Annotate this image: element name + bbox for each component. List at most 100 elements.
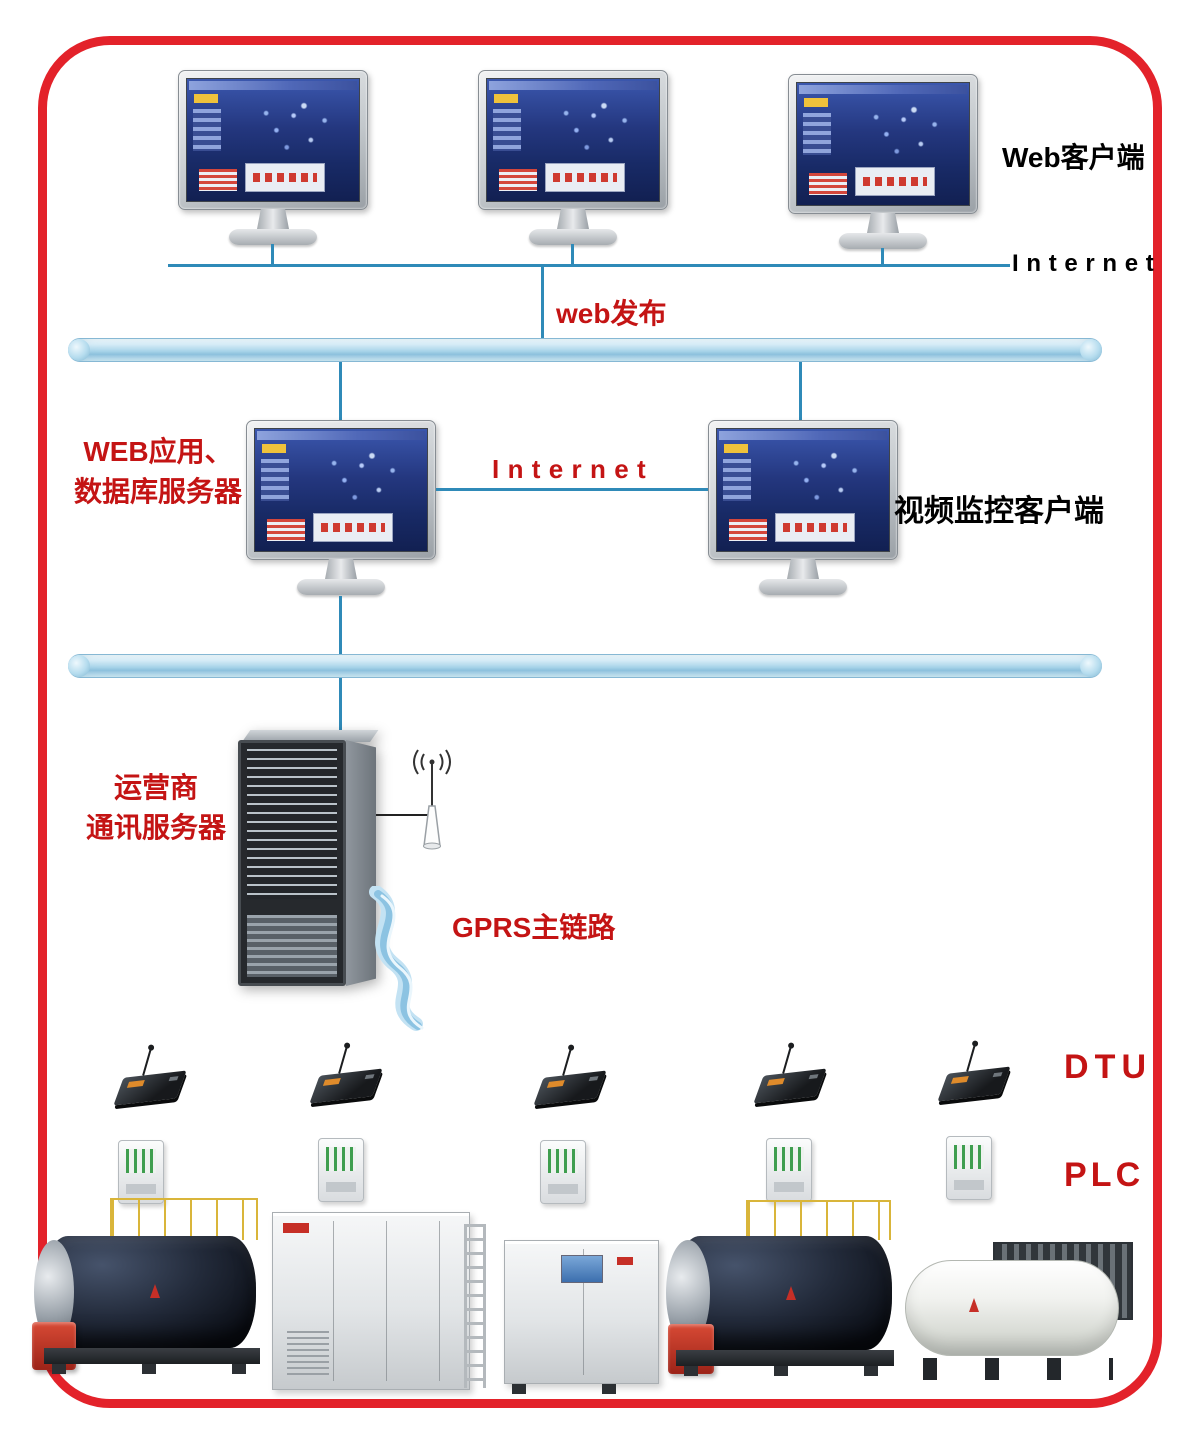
server-rack-lower-units [247, 915, 337, 977]
monitor-screen [796, 82, 970, 206]
cabinet-emblem [617, 1257, 633, 1265]
boiler-drum [42, 1236, 256, 1348]
screen-side-panel [723, 459, 751, 501]
connector-monitor3 [881, 248, 884, 266]
monitor-bezel [788, 74, 978, 214]
screen-chart [313, 513, 393, 543]
screen-toolbar-chip [494, 94, 518, 103]
web-publish-label: web发布 [556, 298, 667, 329]
dtu-antenna [782, 1046, 792, 1074]
connector-monitor1 [271, 244, 274, 266]
server-rack [238, 730, 380, 988]
operator-server-label: 运营商 通讯服务器 [58, 768, 254, 848]
bus-pipe-2 [68, 654, 1102, 678]
monitor-bezel [478, 70, 668, 210]
monitor-stand-neck [557, 209, 589, 229]
monitor-bezel [246, 420, 436, 560]
plc-label: PLC [1064, 1156, 1145, 1194]
tank-legs [923, 1358, 1113, 1380]
screen-side-panel [193, 109, 221, 151]
connector-pipe2-rack [339, 678, 342, 730]
plc-device-3 [540, 1140, 586, 1204]
monitor-screen [254, 428, 428, 552]
dtu-label: DTU [1064, 1048, 1153, 1086]
webapp-db-server-label: WEB应用、 数据库服务器 [52, 432, 264, 512]
boiler-image-3 [905, 1236, 1135, 1392]
cabinet-feet [512, 1384, 652, 1394]
boiler-rail [110, 1198, 258, 1240]
screen-chart [245, 163, 325, 193]
cabinet-ladder [464, 1224, 486, 1388]
boiler-rail [746, 1200, 891, 1240]
screen-data-rows [809, 173, 847, 196]
connector-rack-antenna [376, 814, 432, 816]
cabinet-body [504, 1240, 659, 1384]
screen-side-panel [803, 113, 831, 155]
dtu-device-2 [308, 1046, 388, 1112]
monitor-stand-base [839, 233, 927, 249]
screen-data-rows [729, 519, 767, 542]
dtu-antenna [142, 1048, 152, 1076]
screen-chart [855, 167, 935, 197]
cabinet-emblem [283, 1223, 309, 1233]
dtu-body [113, 1070, 187, 1106]
boiler-logo [150, 1284, 160, 1298]
internet-line-mid [436, 488, 708, 491]
monitor-screen [186, 78, 360, 202]
dtu-device-3 [532, 1048, 612, 1114]
internet-top-label: Internet [1012, 250, 1162, 277]
boiler-feet [684, 1366, 886, 1376]
internet-mid-label: Internet [492, 454, 654, 484]
dtu-device-5 [936, 1044, 1016, 1110]
dtu-body [309, 1068, 383, 1104]
operator-server-label-line2: 通讯服务器 [85, 812, 226, 843]
connector-pipe1-videoclient [799, 362, 802, 420]
webapp-db-server-label-line2: 数据库服务器 [73, 476, 242, 507]
plc-device-5 [946, 1136, 992, 1200]
connector-pipe1-webserver [339, 362, 342, 420]
bus-pipe-1 [68, 338, 1102, 362]
cabinet-body [272, 1212, 470, 1390]
monitor-stand-base [759, 579, 847, 595]
monitor-screen [716, 428, 890, 552]
boiler-feet [52, 1364, 252, 1374]
webapp-db-server-label-line1: WEB应用、 [83, 436, 233, 467]
screen-chart [775, 513, 855, 543]
server-rack-units [247, 749, 337, 899]
operator-server-label-line1: 运营商 [113, 772, 198, 803]
cabinet-image-1 [272, 1212, 492, 1392]
screen-chart [545, 163, 625, 193]
server-rack-front [238, 740, 346, 986]
dtu-body [937, 1066, 1011, 1102]
screen-toolbar-chip [724, 444, 748, 453]
monitor-stand-base [529, 229, 617, 245]
plc-device-4 [766, 1138, 812, 1202]
monitor-stand-base [297, 579, 385, 595]
web-client-label: Web客户端 [1002, 142, 1145, 173]
server-rack-side [346, 740, 376, 986]
monitor-stand-neck [325, 559, 357, 579]
screen-toolbar-chip [194, 94, 218, 103]
internet-line-top [168, 264, 1010, 267]
screen-toolbar-chip [804, 98, 828, 107]
monitor-bezel [178, 70, 368, 210]
boiler-skid [676, 1350, 894, 1366]
monitor-stand-neck [867, 213, 899, 233]
cabinet-image-2 [504, 1240, 659, 1394]
web-client-monitor-3 [788, 74, 978, 249]
webapp-db-server-monitor [246, 420, 436, 595]
dtu-body [753, 1068, 827, 1104]
cabinet-screen [561, 1255, 603, 1283]
dtu-body [533, 1070, 607, 1106]
dtu-device-4 [752, 1046, 832, 1112]
cabinet-vents [287, 1331, 329, 1375]
boiler-skid [44, 1348, 260, 1364]
plc-device-1 [118, 1140, 164, 1204]
dtu-antenna [966, 1044, 976, 1072]
screen-toolbar-chip [262, 444, 286, 453]
antenna-icon [413, 749, 451, 850]
monitor-stand-neck [257, 209, 289, 229]
web-client-monitor-2 [478, 70, 668, 245]
tank-logo [969, 1298, 979, 1312]
